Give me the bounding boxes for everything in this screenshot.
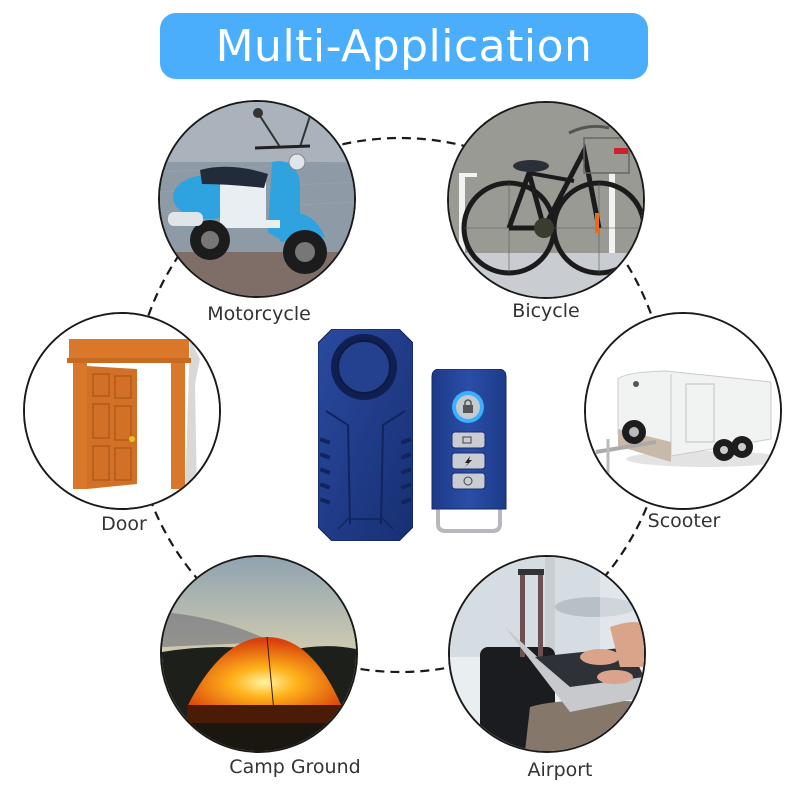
camp-ground-label: Camp Ground xyxy=(229,756,361,778)
camp-ground-image-circle xyxy=(160,555,358,753)
airport-image-circle xyxy=(448,555,646,753)
door-label: Door xyxy=(101,513,147,535)
scooter-image-circle xyxy=(584,312,782,510)
alarm-unit xyxy=(317,328,414,542)
banner-title: Multi-Application xyxy=(215,20,593,72)
title-banner: Multi-Application xyxy=(160,13,648,79)
remote-key-fob-icon xyxy=(431,368,507,533)
airport-label: Airport xyxy=(527,759,593,781)
bicycle-image-circle xyxy=(447,101,645,299)
bicycle-label: Bicycle xyxy=(512,300,580,322)
airport-laptop-photo-icon xyxy=(450,557,644,751)
motorcycle-label: Motorcycle xyxy=(207,303,311,325)
remote-key-fob xyxy=(428,368,510,533)
door-photo-icon xyxy=(25,314,219,508)
door-image-circle xyxy=(23,312,221,510)
motorcycle-photo-icon xyxy=(160,102,354,296)
tent-photo-icon xyxy=(162,557,356,751)
alarm-siren-device-icon xyxy=(317,328,414,542)
motorcycle-image-circle xyxy=(158,100,356,298)
scooter-label: Scooter xyxy=(647,510,721,532)
trailer-photo-icon xyxy=(586,314,780,508)
bicycle-photo-icon xyxy=(449,103,643,297)
